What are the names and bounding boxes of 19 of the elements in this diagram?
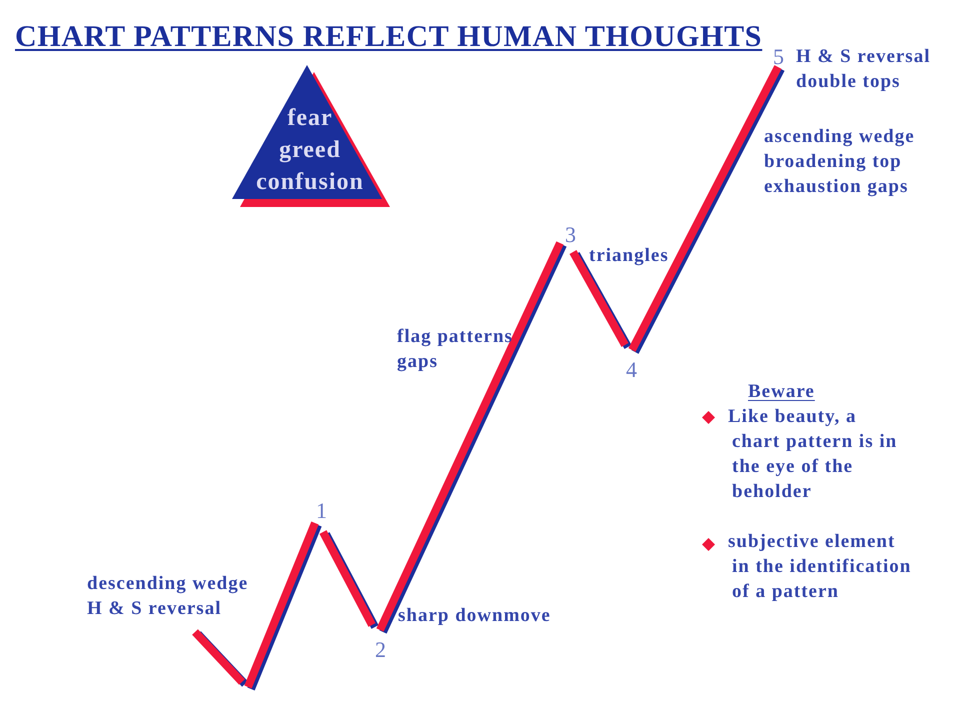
pattern-label: H & S reversal double tops — [796, 45, 930, 94]
pattern-label: flag patterns gaps — [397, 325, 513, 374]
triangle-text: greed — [279, 136, 341, 165]
triangle-text: fear — [287, 104, 333, 133]
triangle-text: confusion — [256, 168, 364, 197]
pattern-label: descending wedge H & S reversal — [87, 572, 248, 621]
pattern-label: triangles — [589, 244, 669, 268]
pattern-label: ascending wedge broadening top exhaustion gaps — [764, 125, 915, 199]
bullet-text: Like beauty, a chart pattern is in the eye of the beholder — [728, 405, 898, 504]
wave-number: 5 — [773, 46, 784, 68]
wave-number: 2 — [375, 639, 386, 661]
wave-number: 3 — [565, 224, 576, 246]
title: CHART PATTERNS REFLECT HUMAN THOUGHTS — [15, 22, 762, 52]
wave-number: 1 — [316, 500, 327, 522]
triangle-shape — [232, 65, 392, 208]
pattern-label: sharp downmove — [398, 604, 551, 628]
wave-number: 4 — [626, 359, 637, 381]
note-heading: Beware — [748, 380, 815, 404]
bullet-text: subjective element in the identification of a pattern — [728, 530, 912, 604]
